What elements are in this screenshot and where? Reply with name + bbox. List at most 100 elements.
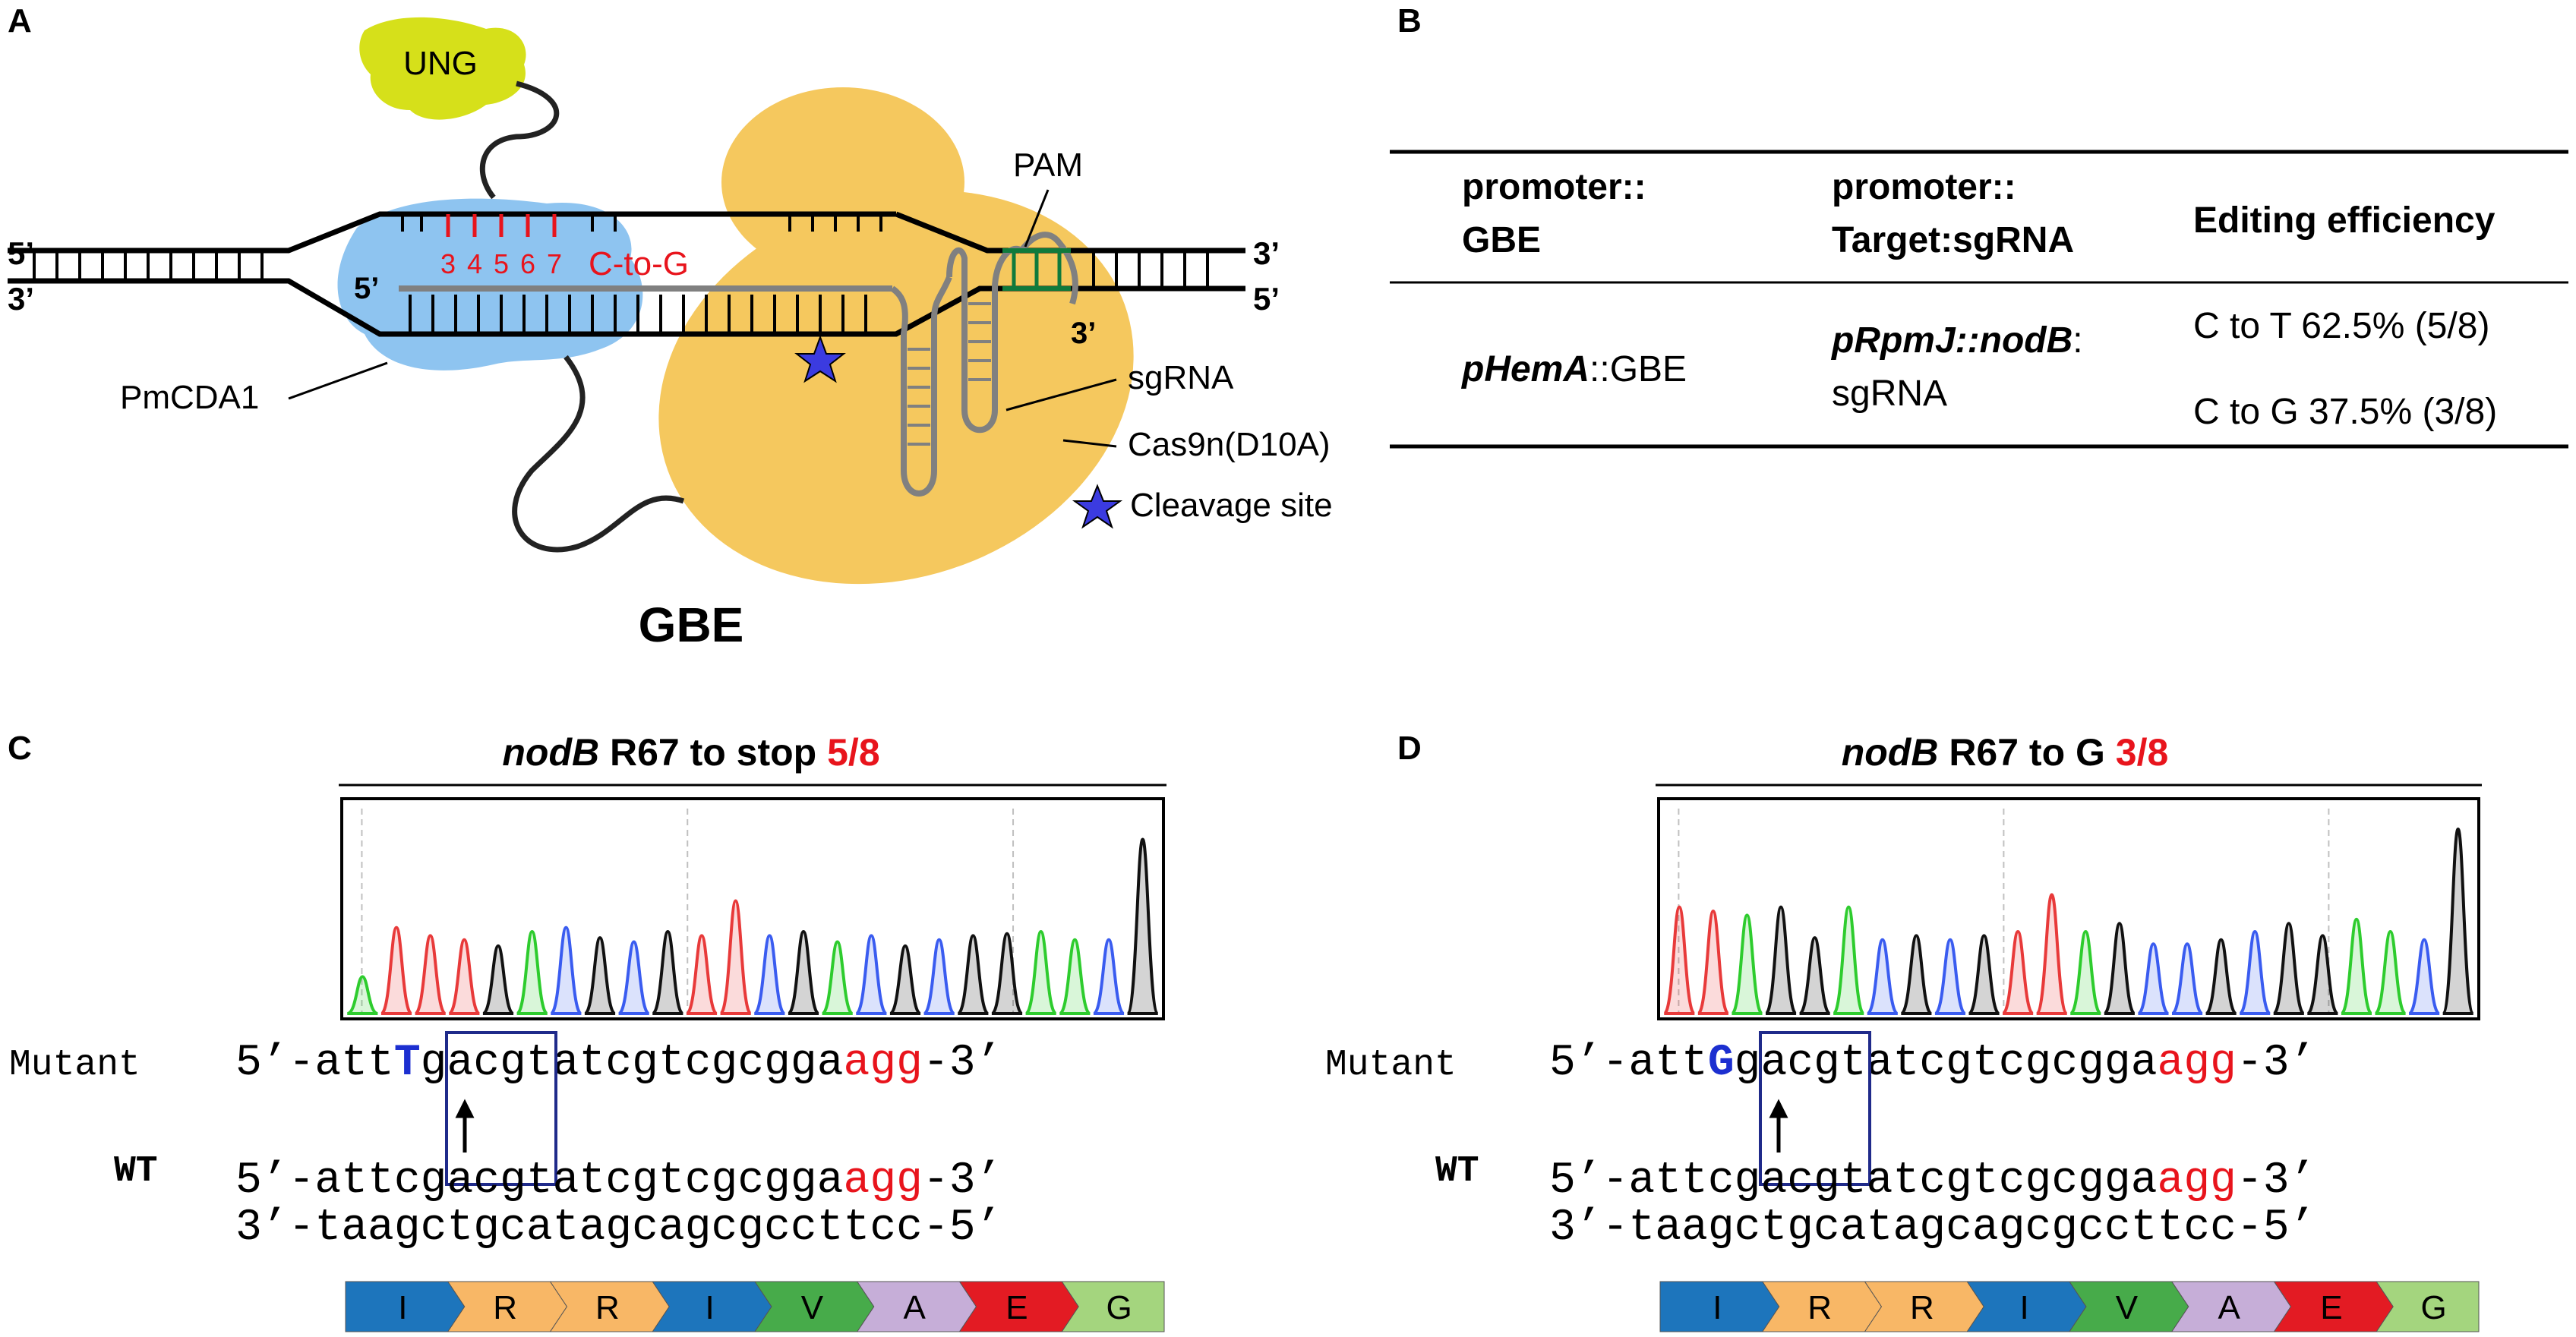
header-col2-line2: Target:sgRNA: [1832, 220, 2074, 260]
aa-label: A: [2218, 1289, 2240, 1326]
chromatogram-peak: [549, 925, 583, 1015]
aa-label: R: [1807, 1289, 1832, 1326]
chromatogram-peak: [1968, 934, 2000, 1015]
chromatogram-peak: [1764, 905, 1798, 1015]
chromatogram-peak: [2306, 934, 2339, 1015]
sgrna-spacer-ticks: [409, 295, 867, 334]
wt-seq-c-prefix: 5’-att: [235, 1156, 394, 1206]
comp-seq-d: 3’-taagctgcatagcagcgccttcc-5’: [1549, 1203, 2316, 1253]
chromatogram-peak: [2170, 942, 2204, 1015]
aa-block-g: [1061, 1281, 1165, 1332]
position-3: 3: [440, 248, 456, 279]
chromatogram-peak: [2205, 938, 2237, 1015]
chromatogram-peak: [1934, 938, 1967, 1015]
top-strand-ticks: [401, 214, 882, 237]
aa-label: R: [493, 1289, 517, 1326]
row-eff-ctog: C to G 37.5% (3/8): [2193, 392, 2497, 432]
chromatogram-peak: [2407, 938, 2441, 1015]
chromatogram-peak: [1696, 909, 1730, 1015]
aa-block-g: [2376, 1281, 2480, 1332]
panel-d-title-gene: nodB: [1842, 731, 1939, 774]
row-col2-line2: sgRNA: [1832, 374, 1947, 414]
aa-label: A: [903, 1289, 926, 1326]
mutant-seq-d-suffix: -3’: [2237, 1039, 2316, 1088]
panel-c-title-gene: nodB: [502, 731, 599, 774]
codon-box-c: [445, 1031, 557, 1186]
chromatogram-peak: [786, 929, 821, 1015]
chromatogram-peak: [1832, 905, 1866, 1015]
mutant-seq-c-suffix: -3’: [923, 1039, 1002, 1088]
sgrna-hairpin-1: [890, 276, 952, 497]
bottom-right-5prime: 5’: [1253, 281, 1280, 317]
chromatogram-peak: [448, 938, 481, 1015]
chromatogram-peak: [651, 929, 685, 1015]
wt-seq-d-middle: cgacgtatcgtcgcgga: [1708, 1156, 2158, 1206]
chromatogram-peak: [2373, 929, 2407, 1015]
panel-d: D nodB R67 to G 3/8 Mutant 5’-attGgacgta…: [1325, 730, 2482, 1332]
sgrna-5prime: 5’: [354, 272, 379, 305]
panel-c-title-frac: 5/8: [827, 731, 880, 774]
chromatogram-peak: [1024, 929, 1058, 1015]
row-col1-rest: ::GBE: [1589, 349, 1687, 389]
chromatogram-peak: [685, 934, 718, 1015]
mutant-seq-c-prefix: 5’-att: [235, 1039, 394, 1088]
panel-c-title-rest: R67 to stop: [599, 731, 827, 774]
c-to-g-label: C-to-G: [589, 245, 689, 282]
cleavage-site-label: Cleavage site: [1130, 487, 1333, 524]
top-right-3prime: 3’: [1253, 235, 1280, 271]
wt-label-c: WT: [114, 1151, 158, 1192]
panel-c-title: nodB R67 to stop 5/8: [502, 731, 879, 774]
panel-d-title-frac: 3/8: [2116, 731, 2169, 774]
chromatogram-peak: [990, 932, 1024, 1015]
wt-seq-d-pam: agg: [2158, 1156, 2237, 1206]
chromatogram-peak: [1125, 837, 1160, 1015]
panel-c: C nodB R67 to stop 5/8 Mutant 5’-attTgac…: [8, 730, 1166, 1332]
chromatogram-peak: [2441, 827, 2475, 1015]
chromatogram-d-peaks: [1662, 809, 2475, 1015]
chromatogram-peak: [2001, 929, 2035, 1015]
chromatogram-peak: [1798, 936, 1832, 1015]
panel-b: B promoter:: GBE promoter:: Target:sgRNA…: [1390, 2, 2568, 449]
aa-label: G: [2421, 1289, 2447, 1326]
chromatogram-peak: [821, 940, 854, 1015]
ung-linker: [479, 80, 560, 200]
panel-c-label: C: [8, 730, 32, 767]
cas9n-lobe: [721, 87, 964, 277]
chromatogram-c-peaks: [346, 809, 1160, 1015]
wt-seq-c-pam: agg: [844, 1156, 923, 1206]
aa-label: G: [1106, 1289, 1132, 1326]
row-col2-rest: :: [2072, 320, 2082, 361]
cas9-pointer: [1062, 439, 1117, 448]
codon-box-d: [1759, 1031, 1871, 1186]
chromatogram-peak: [481, 944, 515, 1015]
header-col1-line2: GBE: [1462, 220, 1541, 260]
panel-d-title-rest: R67 to G: [1938, 731, 2115, 774]
header-col1-line1: promoter::: [1462, 167, 1646, 207]
aa-label: V: [2116, 1289, 2139, 1326]
chromatogram-peak: [582, 936, 617, 1015]
pmcda1-pointer: [288, 361, 388, 400]
pam-label: PAM: [1013, 147, 1083, 184]
position-6: 6: [520, 248, 535, 279]
legend-star-icon: [1072, 484, 1123, 529]
comp-seq-c: 3’-taagctgcatagcagcgccttcc-5’: [235, 1203, 1002, 1253]
gbe-title: GBE: [639, 598, 744, 652]
hairpin-ticks: [908, 302, 991, 446]
panel-d-label: D: [1397, 730, 1422, 767]
wt-seq-d: 5’-attcgacgtatcgtcgcggaagg-3’: [1549, 1156, 2316, 1206]
row-col2-italic: pRpmJ::nodB: [1830, 320, 2072, 361]
aa-label: I: [2020, 1289, 2029, 1326]
ung-label: UNG: [403, 45, 478, 82]
chromatogram-peak: [718, 899, 753, 1015]
chromatogram-peak: [1059, 938, 1091, 1015]
chromatogram-peak: [855, 934, 888, 1015]
chromatogram-peak: [2102, 922, 2136, 1015]
aa-label: V: [801, 1289, 824, 1326]
mutant-seq-d-pam: agg: [2158, 1039, 2237, 1088]
pam-box: [1002, 248, 1071, 291]
row-col2-line1: pRpmJ::nodB:: [1830, 320, 2083, 361]
sgrna-hairpin-2: [946, 246, 1024, 434]
chromatogram-peak: [957, 934, 990, 1015]
mutant-label-d: Mutant: [1325, 1045, 1457, 1086]
chromatogram-peak: [889, 944, 922, 1015]
